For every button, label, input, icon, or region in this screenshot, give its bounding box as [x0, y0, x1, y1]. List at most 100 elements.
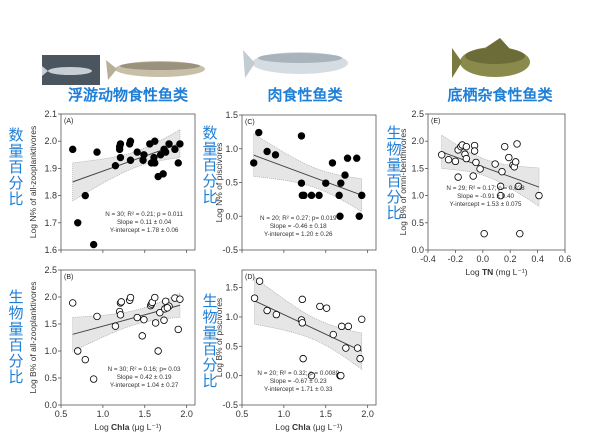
data-point — [300, 191, 308, 200]
data-point — [176, 140, 184, 148]
data-point — [154, 347, 162, 355]
x-tick-label: 2.0 — [180, 409, 193, 419]
data-point — [171, 145, 179, 154]
data-point — [322, 304, 331, 312]
x-tick-label: 0.4 — [531, 254, 544, 264]
data-point — [470, 147, 479, 155]
x-tick-label: 0.6 — [559, 254, 572, 264]
stats-line: Y-intercept = 1.78 ± 0.06 — [110, 227, 179, 234]
data-point — [454, 173, 462, 181]
y-tick-label: 0.5 — [44, 373, 57, 383]
data-point — [74, 347, 82, 355]
chinese-label-char: 分 — [8, 352, 23, 370]
data-point — [513, 140, 521, 148]
chinese-label-char: 百 — [386, 172, 401, 190]
data-point — [353, 154, 361, 162]
chinese-label-char: 量 — [386, 156, 401, 174]
fish-photo-4 — [452, 38, 530, 78]
y-axis-label: Log B% of omni-benthivores — [398, 129, 408, 236]
confidence-band — [254, 276, 363, 370]
chinese-label-char: 百 — [8, 336, 23, 354]
chinese-label-char: 生 — [202, 292, 217, 310]
y-tick-label: 0.0 — [225, 371, 238, 381]
data-point — [138, 332, 146, 340]
data-point — [74, 219, 82, 227]
y-tick-label: 1.7 — [44, 218, 57, 228]
y-tick-label: 1.0 — [225, 144, 238, 154]
data-point — [337, 322, 346, 331]
data-point — [322, 179, 330, 187]
y-tick-label: 1.0 — [225, 312, 238, 322]
y-tick-label: 2.5 — [44, 265, 57, 275]
data-point — [115, 142, 124, 151]
chinese-label-char: 分 — [8, 174, 23, 192]
chinese-label-char: 比 — [202, 188, 217, 206]
y-tick-label: 0.5 — [411, 218, 424, 228]
panel-label: (A) — [64, 118, 73, 125]
chinese-label-char: 数 — [8, 126, 23, 144]
x-axis-label-part: Chla — [292, 422, 311, 432]
y-tick-label: 0.5 — [225, 178, 238, 188]
data-point — [472, 158, 480, 167]
group-title-piscivores: 肉食性鱼类 — [267, 86, 343, 104]
chinese-label-char: 分 — [202, 356, 217, 374]
panel-label: (C) — [245, 119, 255, 126]
data-point — [140, 151, 148, 159]
chinese-label-char: 量 — [8, 320, 23, 338]
x-tick-label: -0.4 — [420, 254, 436, 264]
data-point — [81, 355, 89, 364]
data-point — [126, 293, 135, 302]
data-point — [117, 298, 125, 306]
data-point — [151, 293, 159, 302]
stats-line: N = 20; R² = 0.32; p = 0.0089 — [257, 370, 339, 377]
data-point — [93, 148, 101, 156]
y-tick-label: 1.5 — [225, 110, 238, 120]
data-point — [335, 191, 343, 200]
data-point — [476, 165, 484, 173]
data-point — [176, 295, 184, 303]
data-point — [69, 299, 77, 307]
data-point — [341, 171, 349, 179]
y-tick-label: 2.0 — [44, 292, 57, 302]
data-point — [344, 322, 353, 331]
data-point — [353, 344, 362, 352]
data-point — [462, 154, 471, 163]
data-point — [159, 170, 167, 178]
data-point — [161, 148, 170, 156]
data-point — [336, 212, 344, 220]
data-point — [516, 229, 524, 238]
chinese-label-char: 比 — [386, 204, 401, 222]
data-point — [438, 151, 446, 159]
stats-line: Slope = -0.46 ± 0.18 — [270, 223, 327, 230]
data-point — [174, 325, 182, 334]
x-tick-label: 1.5 — [138, 409, 151, 419]
y-tick-label: 1.6 — [44, 245, 57, 255]
plot-frame — [60, 269, 196, 406]
chinese-label-char: 生 — [8, 288, 23, 306]
plot-frame — [427, 113, 566, 251]
data-point — [163, 304, 172, 312]
x-tick-label: -0.2 — [448, 254, 464, 264]
data-point — [462, 142, 471, 151]
chinese-label-char: 量 — [202, 140, 217, 158]
regression-line — [441, 151, 540, 188]
chinese-label-char: 物 — [8, 304, 23, 322]
stats-line: Y-intercept = 1.71 ± 0.33 — [264, 386, 333, 393]
data-point — [151, 319, 160, 327]
y-tick-label: 2.5 — [411, 109, 424, 119]
stats-line: N = 29; R² = 0.17; p = 0.028 — [446, 185, 525, 192]
data-point — [263, 306, 271, 315]
data-point — [307, 191, 316, 200]
data-point — [356, 354, 364, 363]
x-tick-label: 1.5 — [319, 409, 332, 419]
y-tick-label: 2.0 — [44, 136, 57, 146]
stats-line: N = 30; R² = 0.16; p= 0.03 — [108, 366, 181, 373]
x-tick-label: 0.5 — [236, 409, 249, 419]
chinese-label-char: 数 — [202, 124, 217, 142]
data-point — [250, 159, 258, 167]
group-title-omni-benthivores: 底栖杂食性鱼类 — [447, 86, 553, 104]
data-point — [514, 182, 523, 191]
data-point — [358, 315, 366, 324]
data-point — [126, 137, 135, 145]
